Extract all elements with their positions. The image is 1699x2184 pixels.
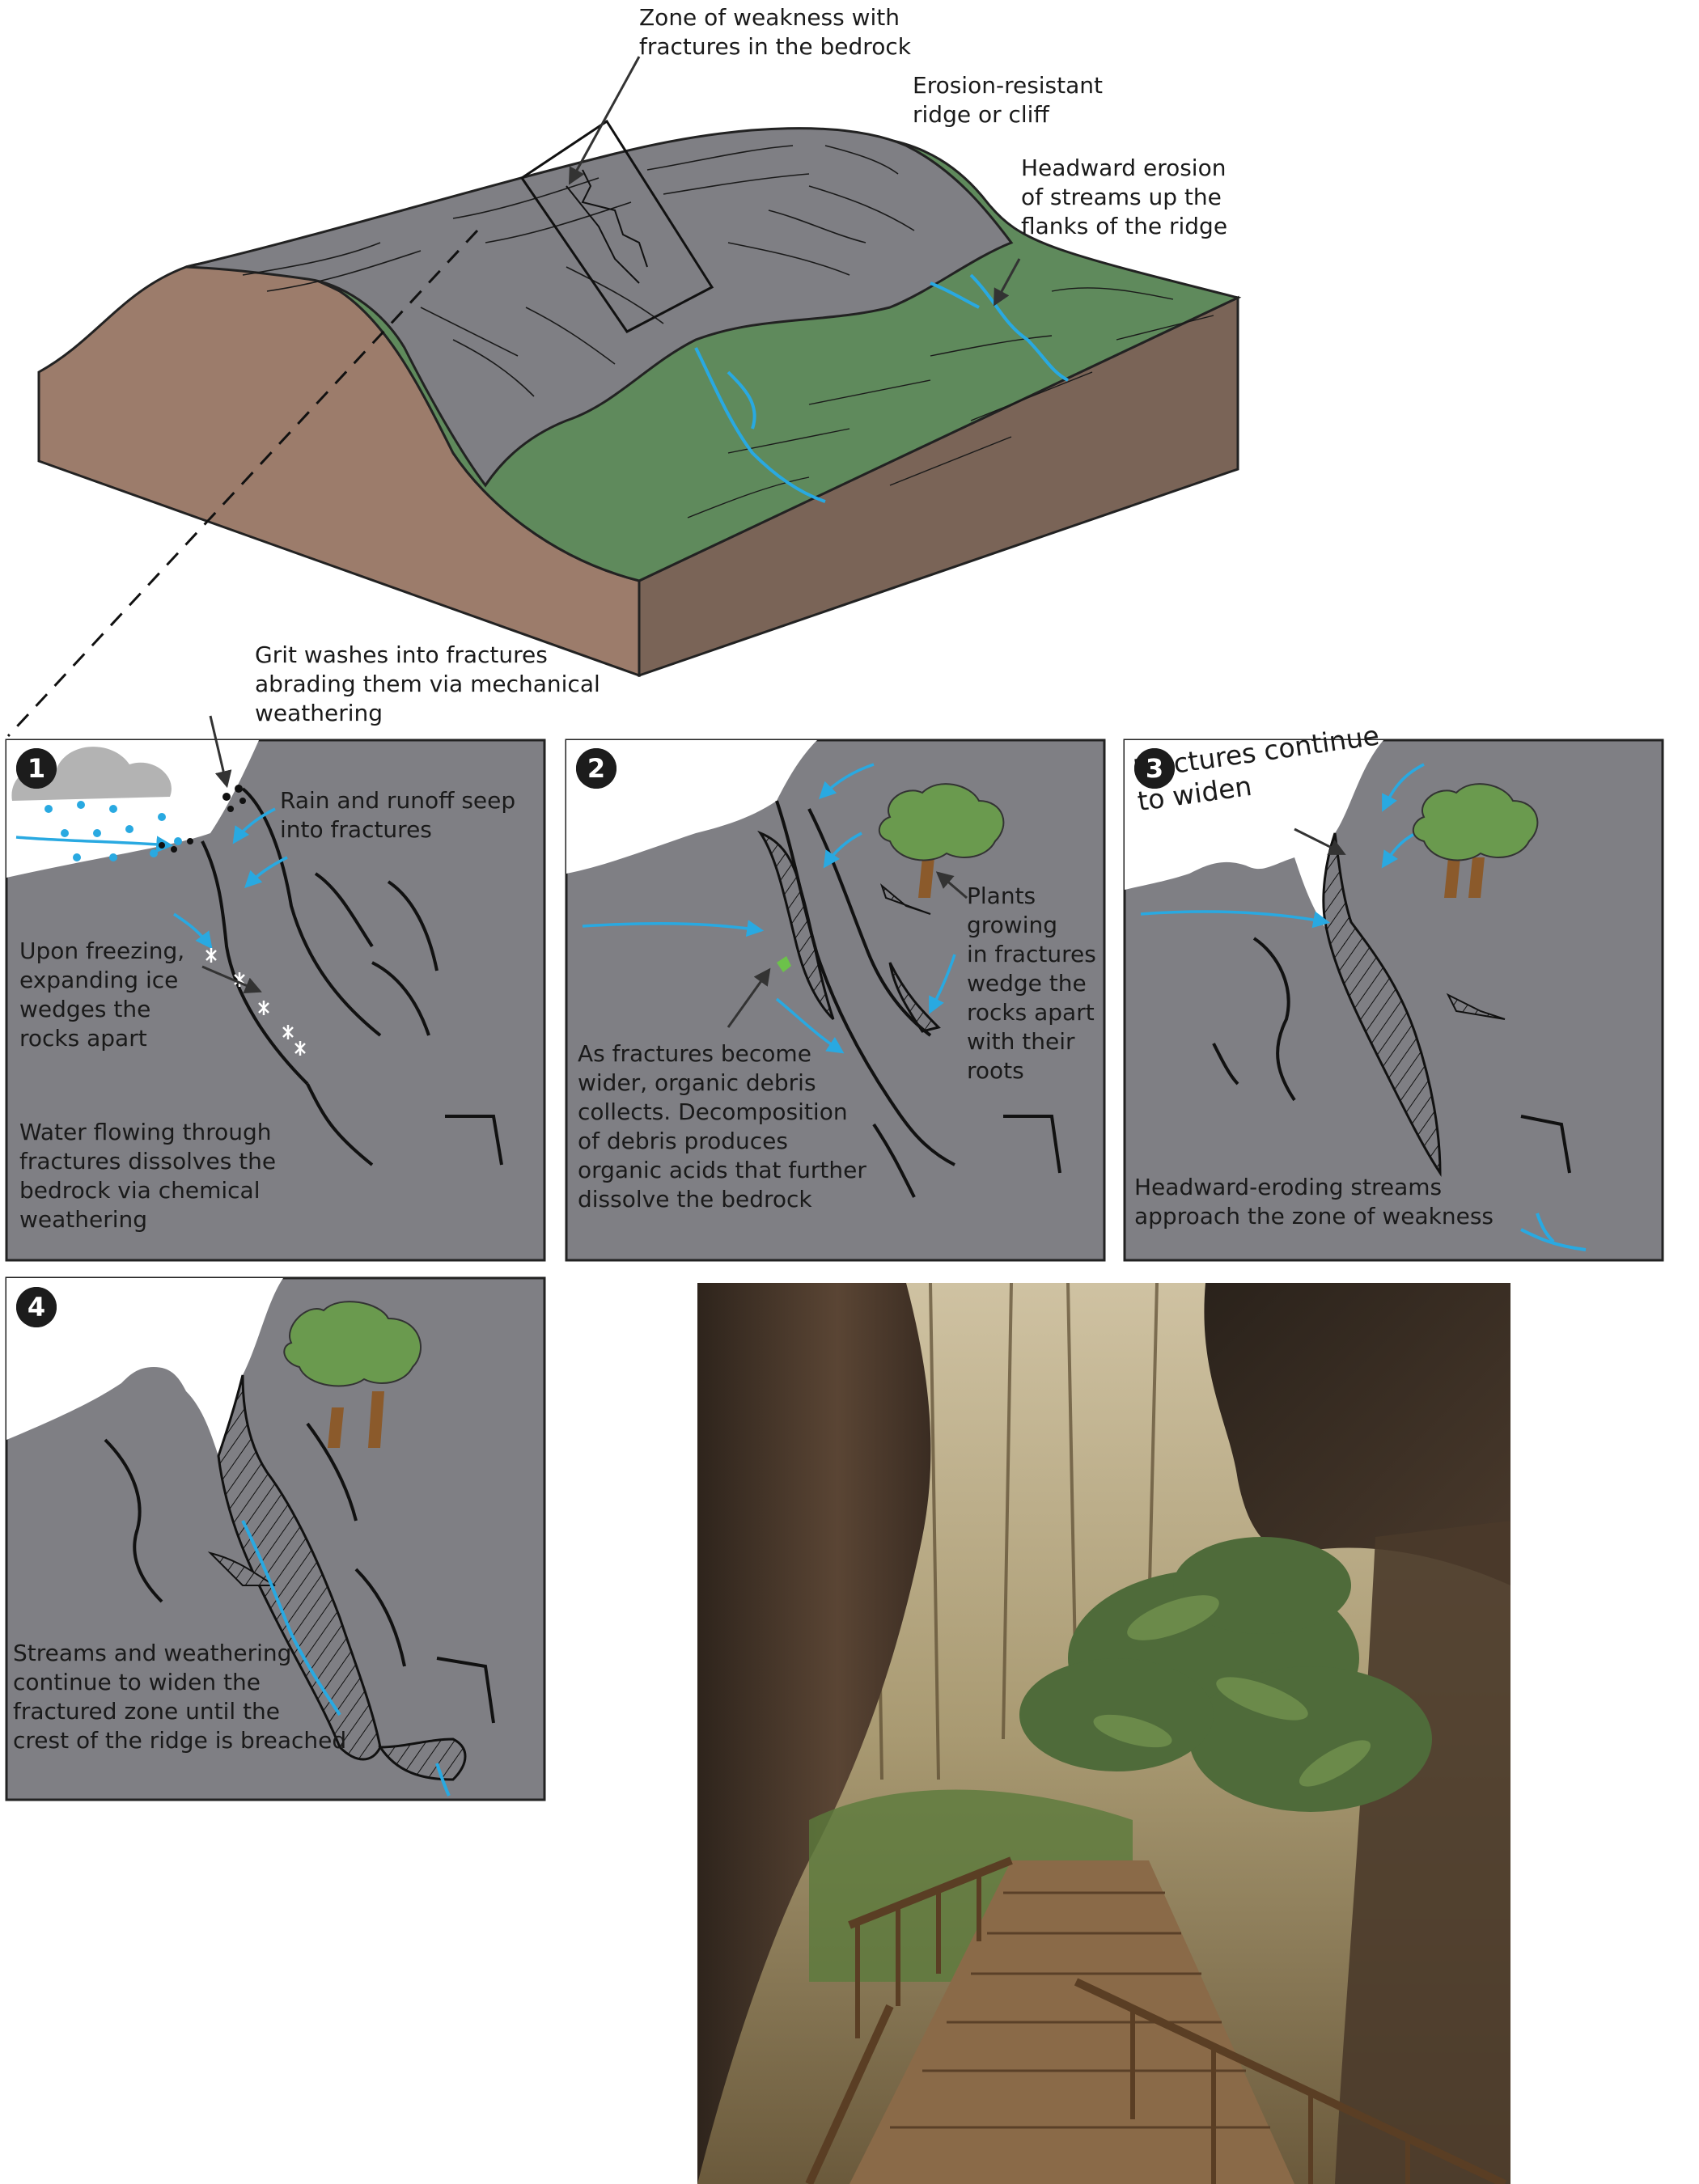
step-number-1: 1 bbox=[16, 748, 57, 789]
panel-2 bbox=[565, 739, 1106, 1262]
panel2-label-debris: As fractures become wider, organic debri… bbox=[578, 1040, 866, 1213]
label-headward-erosion: Headward erosion of streams up the flank… bbox=[1021, 154, 1228, 239]
panel1-label-grit: Grit washes into fractures abrading them… bbox=[255, 641, 600, 726]
panel1-label-water: Water flowing through fractures dissolve… bbox=[19, 1119, 277, 1233]
step-number-4: 4 bbox=[16, 1287, 57, 1327]
label-weakness-zone: Zone of weakness with fractures in the b… bbox=[639, 4, 911, 60]
panel3-label-streams: Headward-eroding streams approach the zo… bbox=[1134, 1174, 1494, 1230]
panel1-label-freezing: Upon freezing, expanding ice wedges the … bbox=[19, 938, 185, 1052]
step-number-2: 2 bbox=[576, 748, 616, 789]
panel-1 bbox=[5, 715, 546, 1262]
photo-staircase bbox=[697, 1282, 1510, 2184]
panel2-label-plants: Plants growing in fractures wedge the ro… bbox=[967, 882, 1096, 1084]
block-diagram bbox=[6, 56, 1242, 738]
label-erosion-resistant-ridge: Erosion-resistant ridge or cliff bbox=[913, 72, 1104, 128]
panel1-label-rain: Rain and runoff seep into fractures bbox=[280, 787, 516, 843]
step-number-3: 3 bbox=[1134, 748, 1175, 789]
panel4-label-breach: Streams and weathering continue to widen… bbox=[13, 1640, 347, 1754]
panel-4 bbox=[5, 1276, 546, 1801]
panel-3 bbox=[1123, 739, 1664, 1262]
